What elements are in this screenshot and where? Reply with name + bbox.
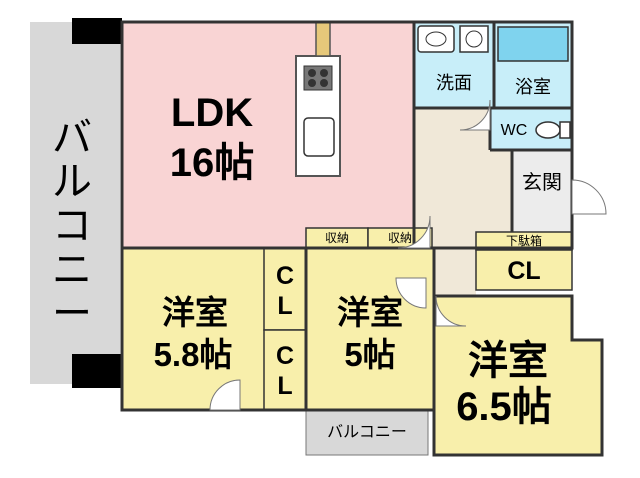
closet-lower-c: C: [275, 342, 295, 370]
western-a-name: 洋室: [162, 294, 228, 331]
closet-upper: [263, 247, 307, 331]
western-c-name: 洋室: [468, 339, 548, 383]
toilet-label: WC: [500, 122, 528, 139]
closet-right-label: CL: [507, 257, 541, 285]
balcony-bottom-label: バルコニー: [327, 424, 407, 441]
toilet-bowl: [535, 121, 561, 139]
closet-lower: [263, 329, 307, 411]
western-room-c-floor: [434, 296, 602, 455]
stove: [303, 65, 333, 91]
closet-lower-l: L: [277, 372, 293, 400]
ldk-name: LDK: [170, 91, 254, 135]
balcony-side-label: バルコニー: [52, 116, 92, 336]
washroom-label: 洗面: [436, 73, 472, 93]
shuno-1-label: 収納: [324, 231, 349, 245]
entrance-floor: [512, 150, 572, 232]
ldk-floor: [122, 22, 414, 248]
shoe-box-label: 下駄箱: [505, 234, 542, 248]
pillar-bottom-left: [72, 354, 122, 388]
western-b-size: 5帖: [344, 336, 396, 373]
closet-right: [475, 249, 573, 291]
western-c-size: 6.5帖: [456, 385, 552, 429]
entrance-label: 玄関: [522, 172, 562, 194]
balcony-bottom: [305, 409, 429, 456]
bathtub: [497, 26, 569, 62]
balcony-left: [30, 22, 120, 384]
western-b-name: 洋室: [337, 294, 403, 331]
shuno-2-label: 収納: [387, 231, 412, 245]
bathroom-label: 浴室: [515, 77, 551, 97]
kitchen-sink: [303, 117, 335, 157]
closet-upper-l: L: [277, 292, 293, 320]
western-room-b-floor: [306, 248, 434, 410]
pillar-top-left: [72, 18, 122, 44]
western-a-size: 5.8帖: [153, 336, 233, 373]
closet-upper-c: C: [275, 262, 295, 290]
ldk-size: 16帖: [169, 141, 255, 185]
range-hood: [315, 21, 331, 57]
